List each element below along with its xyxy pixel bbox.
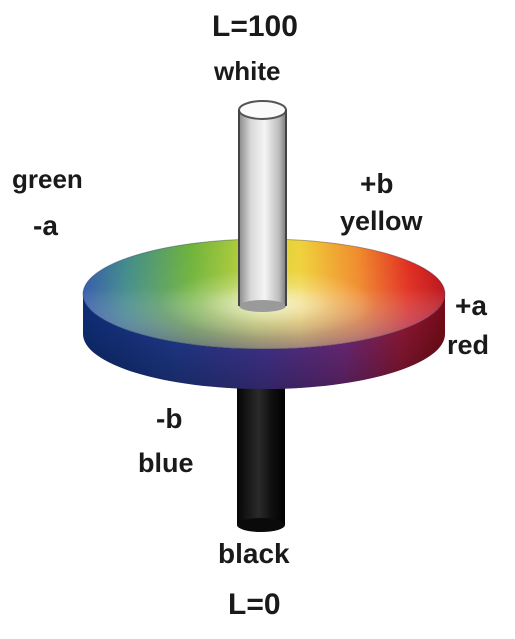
white-rod — [238, 100, 287, 312]
yellow-label: yellow — [340, 206, 423, 236]
blue-label: blue — [138, 448, 194, 478]
lightness-top-label: L=100 — [212, 10, 298, 43]
red-label: red — [447, 330, 490, 360]
color-disk-side — [83, 294, 445, 389]
green-label: green — [12, 164, 83, 194]
white-label: white — [214, 56, 281, 86]
black-label: black — [218, 538, 290, 569]
plus-b-axis-label: +b — [360, 168, 394, 199]
minus-b-axis-label: -b — [156, 403, 183, 434]
plus-a-axis-label: +a — [455, 290, 487, 321]
lightness-bottom-label: L=0 — [228, 588, 281, 621]
minus-a-axis-label: -a — [33, 210, 58, 241]
